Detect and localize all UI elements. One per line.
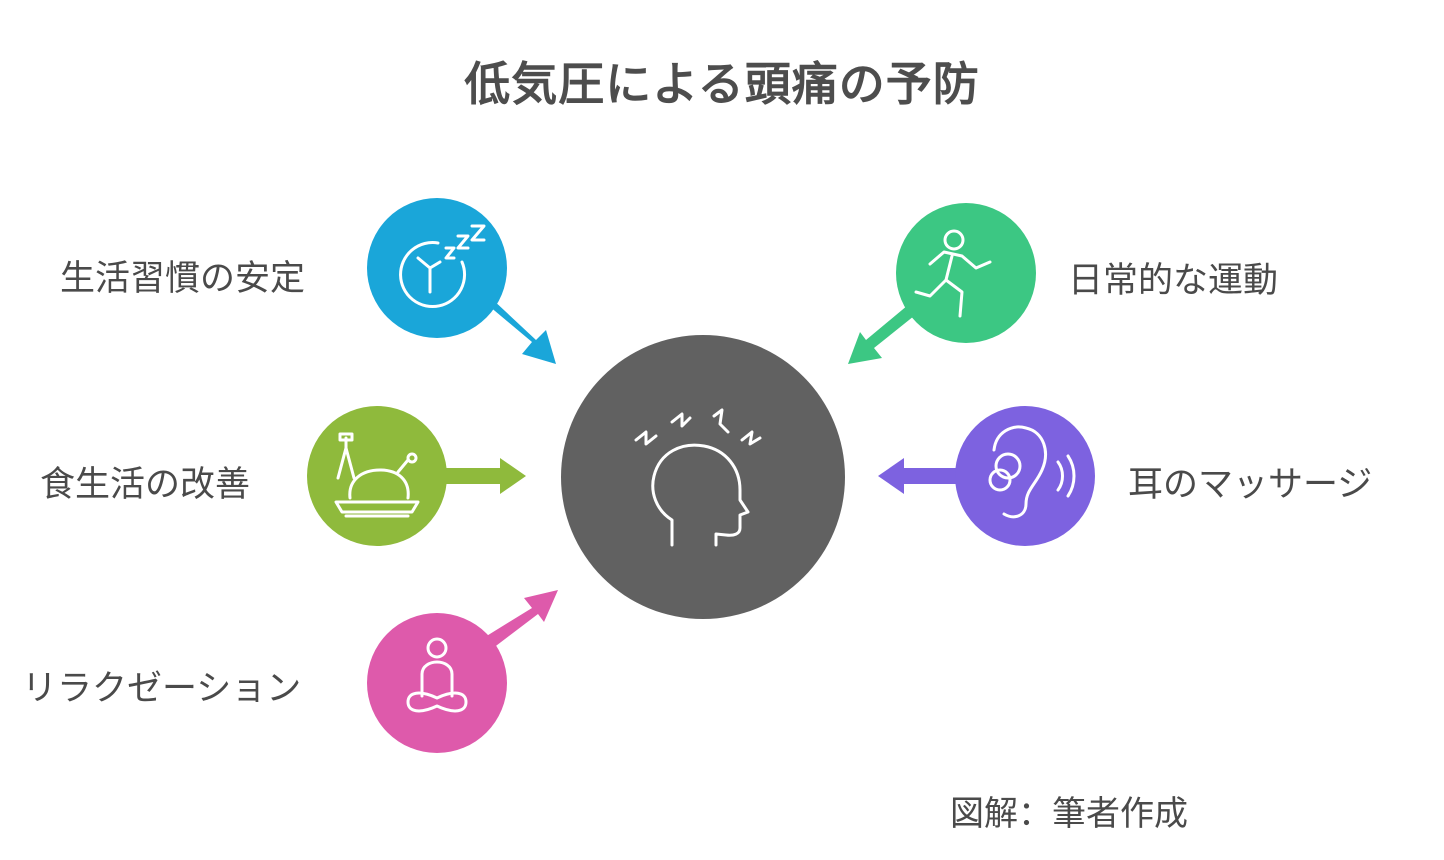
node-relaxation [367, 590, 558, 753]
circle-diet [307, 406, 447, 546]
circle-ear-massage [955, 406, 1095, 546]
circle-lifestyle [367, 198, 507, 338]
circle-relaxation [367, 613, 507, 753]
node-exercise [848, 203, 1036, 364]
node-lifestyle [367, 198, 556, 364]
meal-food-icon [334, 432, 420, 518]
node-ear-massage [878, 406, 1095, 546]
label-relaxation: リラクゼーション [22, 669, 302, 709]
ear-icon [988, 425, 1076, 519]
label-ear-massage: 耳のマッサージ [1128, 465, 1373, 505]
source-caption: 図解：筆者作成 [950, 794, 1188, 834]
label-lifestyle: 生活習慣の安定 [60, 259, 306, 299]
running-person-icon [914, 229, 992, 318]
circle-exercise [896, 203, 1036, 343]
label-diet: 食生活の改善 [40, 465, 251, 505]
diagram-title: 低気圧による頭痛の予防 [464, 57, 980, 111]
headache-head-icon [634, 408, 762, 547]
label-exercise: 日常的な運動 [1068, 261, 1279, 301]
meditation-person-icon [406, 637, 468, 713]
center-node [561, 335, 845, 619]
arrow-relaxation [472, 590, 558, 658]
arrow-ear-massage [878, 458, 960, 494]
center-circle [561, 335, 845, 619]
node-diet [307, 406, 526, 546]
sleep-clock-icon [399, 224, 486, 308]
arrow-diet [430, 458, 526, 494]
